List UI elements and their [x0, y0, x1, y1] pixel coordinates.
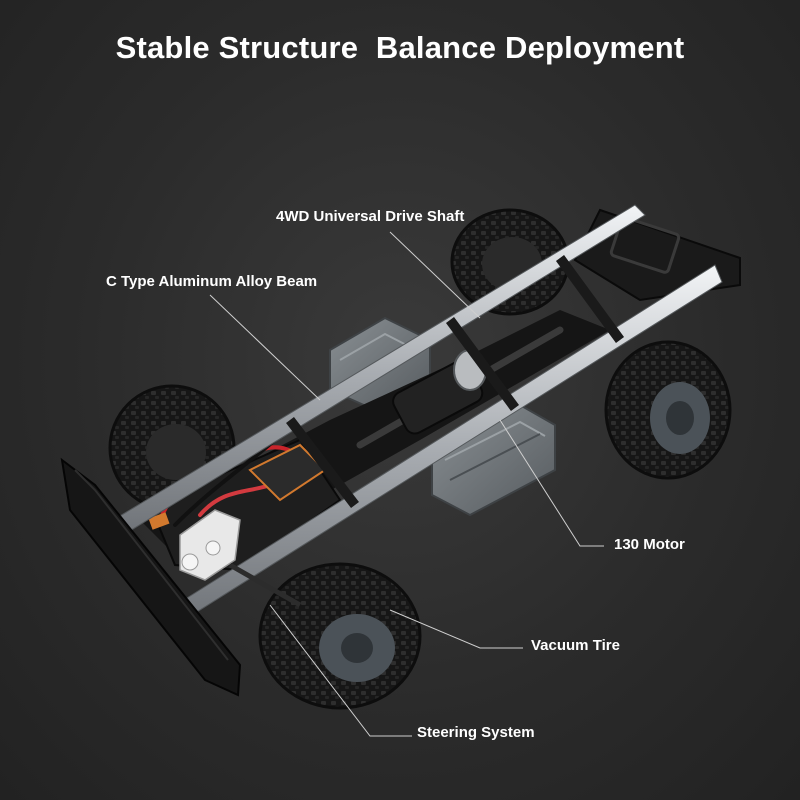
callout-motor: 130 Motor: [614, 536, 685, 553]
tire-front-right: [258, 562, 422, 710]
callout-steering: Steering System: [417, 724, 535, 741]
tire-rear-right: [604, 340, 732, 480]
steering-link: [228, 562, 302, 608]
callout-tire: Vacuum Tire: [531, 637, 620, 654]
headline: Stable Structure Balance Deployment: [115, 30, 685, 65]
callout-beam: C Type Aluminum Alloy Beam: [106, 273, 318, 290]
frame-crossmembers: [286, 255, 625, 509]
front-bumper: [60, 457, 242, 697]
servo-white: [179, 509, 241, 581]
callout-lines: [209, 231, 604, 737]
callout-drive-shaft: 4WD Universal Drive Shaft: [276, 208, 465, 225]
